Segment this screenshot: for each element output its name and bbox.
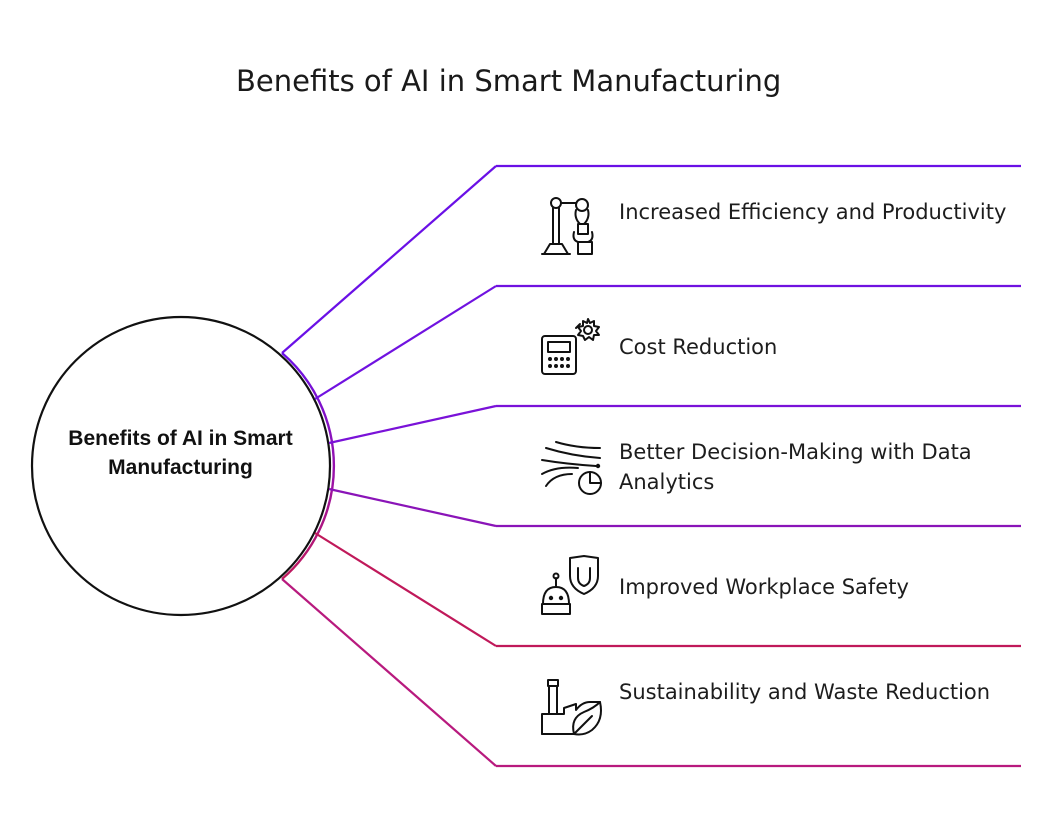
spoke-5 <box>314 532 497 647</box>
spoke-2 <box>314 285 497 400</box>
item-label-cost: Cost Reduction <box>619 335 778 359</box>
data-flow-chart-icon <box>536 434 606 500</box>
spoke-6 <box>281 578 497 767</box>
robotic-arm-icon <box>536 194 606 260</box>
calculator-gear-icon <box>536 314 606 380</box>
item-label-safety: Improved Workplace Safety <box>619 575 909 599</box>
hub-arc <box>281 352 336 580</box>
item-label-decision: Better Decision-Making with Data Analyti… <box>619 440 972 494</box>
hub-circle <box>30 315 332 617</box>
hub-label: Benefits of AI in Smart Manufacturing <box>68 427 293 479</box>
diagram-title: Benefits of AI in Smart Manufacturing <box>236 64 782 98</box>
spoke-1 <box>281 165 497 354</box>
item-label-sustainability: Sustainability and Waste Reduction <box>619 680 991 704</box>
item-label-efficiency: Increased Efficiency and Productivity <box>619 200 1007 224</box>
factory-leaf-icon <box>536 674 606 740</box>
spoke-3 <box>328 404 497 445</box>
spoke-4 <box>328 487 497 528</box>
robot-shield-icon <box>536 554 606 620</box>
